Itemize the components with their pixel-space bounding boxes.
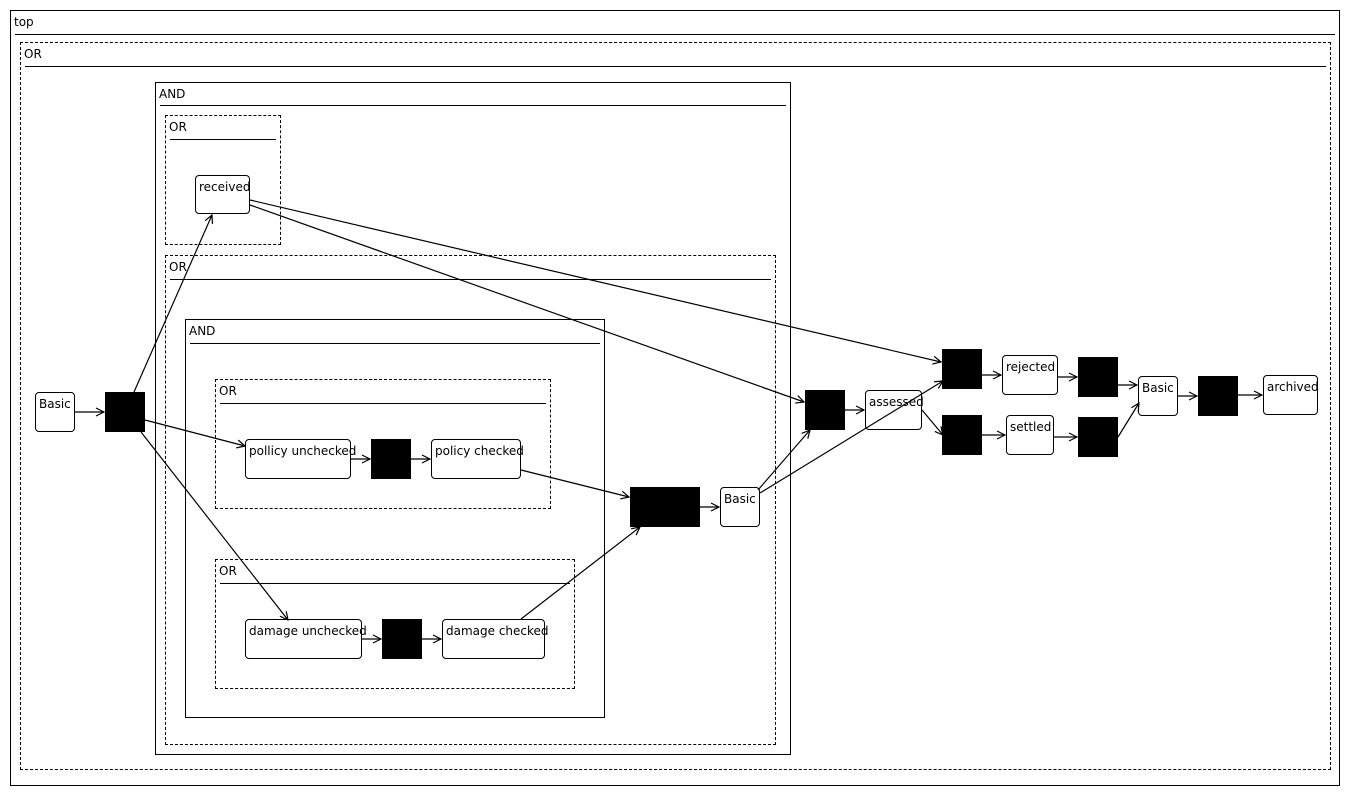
transition-bar-settle[interactable] (942, 415, 982, 455)
state-damage-unchecked[interactable]: damage unchecked (245, 619, 367, 659)
transition-bar-reject[interactable] (942, 349, 982, 389)
state-policy-checked[interactable]: policy checked (431, 439, 524, 479)
frame-and-inner-label: AND (189, 324, 216, 338)
transition-bar-settled-out[interactable] (1078, 417, 1118, 457)
transition-bar-policy[interactable] (371, 439, 411, 479)
frame-top: top (10, 10, 1340, 786)
frame-or-received-label: OR (169, 120, 187, 134)
frame-or-policy-rule (220, 403, 546, 404)
transition-bar-rejected-out[interactable] (1078, 357, 1118, 397)
state-policy-unchecked[interactable]: pollicy unchecked (245, 439, 356, 479)
state-basic-join[interactable]: Basic (720, 487, 760, 527)
frame-or-damage-label: OR (219, 564, 237, 578)
frame-or-policy-label: OR (219, 384, 237, 398)
frame-or-damage-rule (220, 583, 570, 584)
frame-top-label: top (14, 15, 34, 29)
frame-or-checks-rule (170, 279, 771, 280)
frame-or-main-rule (25, 66, 1326, 67)
transition-bar-damage[interactable] (382, 619, 422, 659)
join-bar-checks[interactable] (630, 487, 700, 527)
frame-and-outer-rule (160, 105, 786, 106)
fork-bar-start[interactable] (105, 392, 145, 432)
state-damage-checked[interactable]: damage checked (442, 619, 549, 659)
frame-and-outer-label: AND (159, 87, 186, 101)
state-basic-start[interactable]: Basic (35, 392, 75, 432)
frame-or-checks-label: OR (169, 260, 187, 274)
frame-and-inner-rule (190, 343, 600, 344)
frame-or-received-rule (170, 139, 276, 140)
transition-bar-archive[interactable] (1198, 376, 1238, 416)
state-rejected[interactable]: rejected (1002, 355, 1058, 395)
frame-top-rule (15, 34, 1335, 35)
state-archived[interactable]: archived (1263, 375, 1319, 415)
state-settled[interactable]: settled (1006, 415, 1054, 455)
state-received[interactable]: received (195, 175, 250, 214)
join-bar-assess[interactable] (805, 390, 845, 430)
frame-or-received: OR (165, 115, 281, 245)
frame-or-main-label: OR (24, 47, 42, 61)
state-assessed[interactable]: assessed (865, 390, 924, 430)
frame-or-main: OR (20, 42, 1331, 770)
state-basic-end[interactable]: Basic (1138, 376, 1178, 416)
